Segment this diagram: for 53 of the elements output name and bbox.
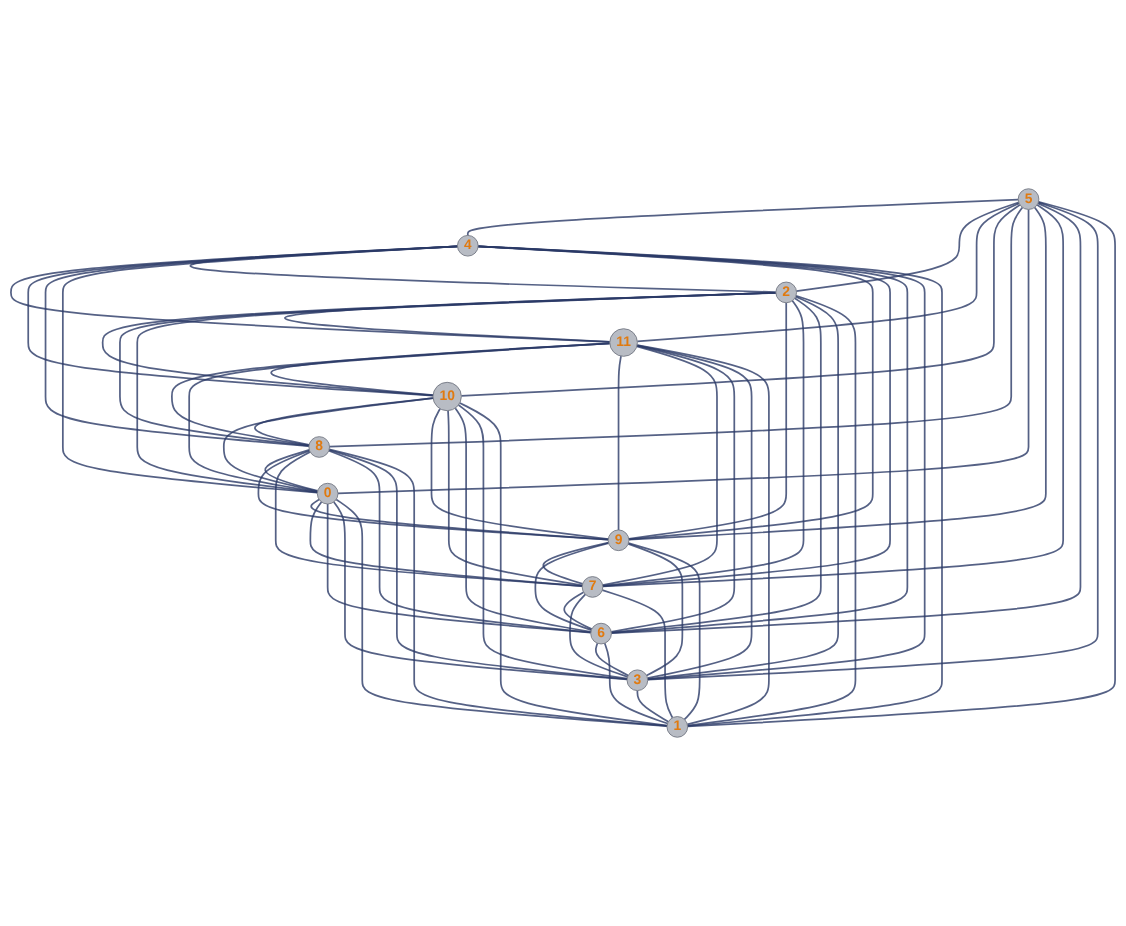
connector [328, 206, 1024, 448]
connector [601, 589, 674, 719]
connector [477, 245, 874, 541]
connector [646, 295, 839, 680]
connector [335, 498, 668, 727]
connector [603, 642, 669, 725]
connector [222, 397, 434, 493]
connector [601, 204, 1064, 588]
connector [627, 301, 788, 540]
connector [636, 689, 670, 723]
connector [274, 451, 584, 588]
connector [27, 245, 459, 397]
connector [569, 593, 629, 678]
connector [795, 201, 1020, 292]
connector [264, 449, 319, 492]
connector [466, 198, 1020, 237]
connector [188, 342, 611, 493]
connector [601, 345, 718, 586]
connector [617, 355, 622, 531]
connector [534, 542, 610, 631]
connector [309, 501, 584, 587]
connector [447, 409, 584, 587]
connector [454, 407, 592, 633]
connector [686, 200, 1116, 728]
connector [542, 541, 610, 585]
connector [62, 245, 459, 494]
connector [430, 407, 610, 540]
connector [636, 344, 753, 680]
connector [563, 591, 593, 630]
connector [10, 245, 611, 343]
connector [310, 498, 610, 541]
connector [610, 202, 1082, 634]
connector [257, 449, 610, 541]
connector [646, 201, 1099, 681]
connector [136, 291, 777, 494]
connector [328, 448, 668, 727]
connector [601, 299, 805, 587]
connector [477, 245, 891, 587]
connector [627, 542, 684, 677]
connector [326, 503, 592, 634]
connector [636, 344, 770, 726]
connector [610, 297, 822, 634]
connector [328, 449, 592, 634]
connector [458, 402, 668, 727]
connector [337, 208, 1030, 495]
connector [254, 397, 434, 446]
connector [636, 202, 1020, 343]
connector [610, 344, 736, 633]
connector [189, 245, 777, 293]
connector [460, 204, 1021, 397]
connector [686, 294, 857, 727]
connector [628, 206, 1047, 541]
connector [594, 642, 630, 677]
